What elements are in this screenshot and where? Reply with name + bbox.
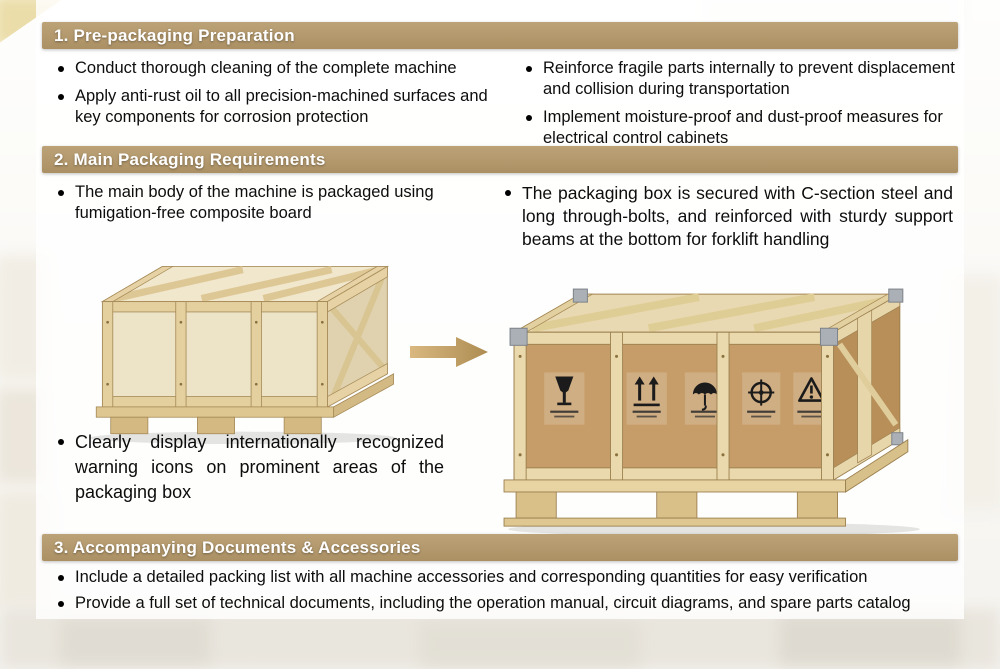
bullet-item: The packaging box is secured with C-sect… — [505, 182, 953, 251]
bullet-text: Provide a full set of technical document… — [75, 593, 911, 612]
bullet-dot — [505, 190, 511, 196]
bullet-item: Apply anti-rust oil to all precision-mac… — [58, 86, 508, 128]
bg-bottom-shelf-1 — [60, 618, 210, 664]
bullet-text: Conduct thorough cleaning of the complet… — [75, 59, 457, 77]
bullet-item: Conduct thorough cleaning of the complet… — [58, 58, 508, 79]
bullet-item: Reinforce fragile parts internally to pr… — [526, 58, 962, 100]
bullet-dot — [526, 66, 532, 72]
bullet-dot — [58, 93, 64, 100]
bullet-dot — [58, 575, 64, 581]
bullet-text: Include a detailed packing list with all… — [75, 568, 868, 586]
fragile-icon — [544, 372, 585, 425]
bullet-item: Include a detailed packing list with all… — [58, 567, 954, 588]
metal-corner-brackets — [509, 288, 904, 446]
bullet-text: Implement moisture-proof and dust-proof … — [543, 107, 943, 147]
bullet-item: Provide a full set of technical document… — [58, 593, 954, 614]
bullet-dot — [58, 439, 64, 445]
bullet-item: The main body of the machine is packaged… — [58, 182, 456, 224]
plain-crate-svg — [90, 265, 396, 445]
bullet-dot — [58, 600, 64, 607]
bullet-item: Implement moisture-proof and dust-proof … — [526, 107, 962, 149]
section1-title: 1. Pre-packaging Preparation — [54, 26, 295, 45]
bullet-text: Apply anti-rust oil to all precision-mac… — [75, 86, 488, 126]
section3-bullets: Include a detailed packing list with all… — [58, 567, 954, 621]
section3-title: 3. Accompanying Documents & Accessories — [54, 538, 421, 557]
plain-crate-image — [88, 250, 408, 446]
bullet-dot — [526, 114, 532, 121]
section3-header: 3. Accompanying Documents & Accessories — [42, 534, 958, 561]
section1-left-column: Conduct thorough cleaning of the complet… — [58, 58, 508, 135]
bullet-item: Clearly display internationally recogniz… — [58, 430, 444, 504]
bg-bottom-shelf-2 — [420, 622, 640, 666]
section2-header: 2. Main Packaging Requirements — [42, 146, 958, 173]
right-arrow-icon — [410, 332, 490, 372]
section2-left-bottom-bullet: Clearly display internationally recogniz… — [58, 430, 444, 511]
bullet-dot — [58, 66, 64, 72]
section2-left-top-bullet: The main body of the machine is packaged… — [58, 182, 456, 231]
bullet-text: Clearly display internationally recogniz… — [75, 432, 444, 502]
bullet-text: The main body of the machine is packaged… — [75, 183, 434, 222]
section2-right-bullet: The packaging box is secured with C-sect… — [505, 182, 953, 258]
bullet-text: Reinforce fragile parts internally to pr… — [543, 59, 955, 98]
marked-crate-svg — [503, 288, 920, 537]
this-way-up-icon — [626, 372, 667, 425]
marked-crate-image — [498, 274, 940, 537]
bullet-text: The packaging box is secured with C-sect… — [522, 183, 953, 250]
bg-bottom-shelf-3 — [780, 616, 960, 664]
bullet-dot — [58, 190, 64, 196]
section2-title: 2. Main Packaging Requirements — [54, 150, 326, 169]
section1-right-column: Reinforce fragile parts internally to pr… — [526, 58, 962, 156]
center-of-gravity-icon — [742, 372, 781, 425]
section1-header: 1. Pre-packaging Preparation — [42, 22, 958, 49]
